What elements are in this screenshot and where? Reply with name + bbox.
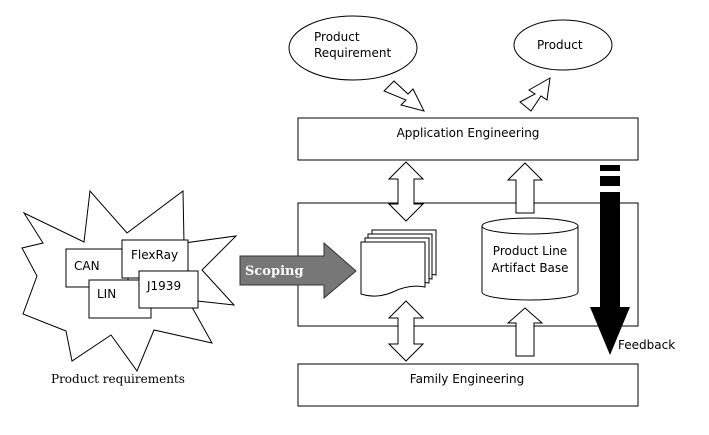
requirement-input-arrow [383, 80, 425, 112]
feedback-arrow: Feedback [590, 165, 675, 355]
product-requirements-caption: Product requirements [51, 372, 185, 386]
lower-up-arrow [506, 307, 544, 357]
application-engineering-label: Application Engineering [397, 126, 540, 140]
product-ellipse: Product [513, 19, 613, 71]
family-engineering-label: Family Engineering [410, 372, 524, 386]
document-stack-icon [360, 229, 437, 297]
family-engineering-box: Family Engineering [297, 363, 639, 407]
product-requirement-line1: Product [314, 30, 360, 44]
upper-up-arrow [506, 162, 544, 214]
artifact-base-cylinder: Product Line Artifact Base [481, 217, 579, 301]
artifact-base-line2: Artifact Base [491, 261, 568, 275]
scoping-arrow: Scoping [239, 241, 357, 300]
feedback-label: Feedback [618, 338, 675, 352]
lower-double-arrow [387, 300, 425, 362]
protocol-can-label: CAN [74, 259, 100, 273]
protocol-lin-label: LIN [97, 287, 116, 301]
protocol-j1939-label: J1939 [146, 279, 181, 293]
upper-double-arrow [387, 161, 425, 222]
protocol-j1939: J1939 [138, 270, 199, 309]
product-requirement-ellipse: Product Requirement [288, 15, 418, 81]
protocol-flexray-label: FlexRay [131, 248, 178, 262]
product-output-arrow [519, 77, 551, 112]
core-container-box [297, 202, 639, 327]
product-requirement-line2: Requirement [314, 46, 391, 60]
scoping-label: Scoping [245, 264, 304, 279]
application-engineering-box: Application Engineering [297, 117, 639, 161]
artifact-base-line1: Product Line [493, 244, 567, 258]
product-label: Product [537, 38, 583, 52]
